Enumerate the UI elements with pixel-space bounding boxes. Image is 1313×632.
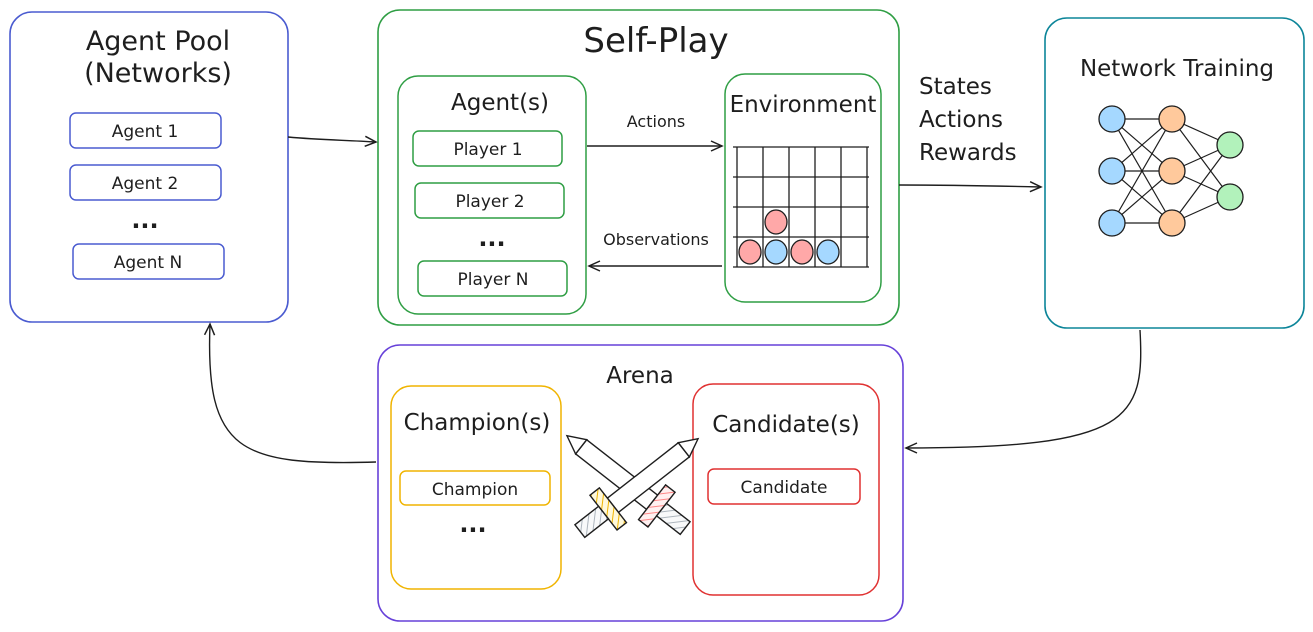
- agent-pool-title-line1: Agent Pool: [86, 26, 230, 57]
- transfer-labels: States Actions Rewards: [919, 74, 1017, 166]
- nn-edge: [1111, 118, 1173, 224]
- network-training-box: Network Training: [1044, 17, 1305, 329]
- game-board: [733, 146, 869, 268]
- champion-item: Champion: [399, 470, 551, 506]
- agent-item-label: Agent 2: [112, 174, 179, 194]
- champions-box: Champion(s) Champion ...: [390, 385, 562, 590]
- game-piece-red: [790, 239, 814, 265]
- champions-ellipsis: ...: [459, 510, 486, 538]
- nn-node: [1098, 157, 1126, 185]
- actions-label: Actions: [627, 112, 685, 131]
- self-play-box: Self-Play Agent(s) Player 1 Player 2 ...…: [377, 9, 900, 326]
- arena-title: Arena: [606, 363, 674, 389]
- environment-title: Environment: [730, 92, 877, 118]
- network-training-title: Network Training: [1080, 56, 1274, 82]
- crossed-swords-icon: [565, 434, 700, 539]
- champion-item-label: Champion: [432, 480, 518, 500]
- candidates-box: Candidate(s) Candidate: [692, 383, 880, 596]
- observations-label: Observations: [603, 230, 709, 249]
- player-item-label: Player 2: [455, 192, 524, 212]
- selfplay-to-training-arrow: [898, 181, 1043, 193]
- arena-to-pool-arrow: [203, 322, 377, 464]
- agent-pool-box: Agent Pool (Networks) Agent 1 Agent 2 ..…: [9, 11, 289, 323]
- self-play-title: Self-Play: [583, 21, 728, 61]
- nn-edge: [1171, 144, 1231, 224]
- champions-title: Champion(s): [404, 410, 551, 436]
- environment-box: Environment: [724, 73, 882, 303]
- game-piece-blue: [764, 239, 788, 265]
- candidates-title: Candidate(s): [712, 412, 860, 438]
- agent-item: Agent 2: [69, 164, 222, 201]
- players-ellipsis: ...: [478, 224, 505, 252]
- player-item: Player N: [417, 260, 568, 297]
- candidate-item-label: Candidate: [741, 478, 828, 498]
- agents-box-title: Agent(s): [451, 90, 549, 116]
- game-piece-blue: [816, 239, 840, 265]
- nn-node: [1158, 209, 1186, 237]
- transfer-label-rewards: Rewards: [919, 140, 1017, 166]
- agent-item: Agent 1: [69, 112, 222, 149]
- training-to-arena-arrow: [904, 329, 1142, 454]
- agent-pool-ellipsis: ...: [131, 206, 158, 234]
- game-piece-red: [764, 209, 788, 235]
- pool-to-selfplay-arrow: [287, 135, 378, 147]
- nn-node: [1158, 105, 1186, 133]
- agent-pool-title-line2: (Networks): [84, 58, 232, 89]
- transfer-label-states: States: [919, 74, 992, 100]
- nn-node: [1098, 105, 1126, 133]
- game-piece-red: [738, 239, 762, 265]
- player-item-label: Player N: [457, 270, 528, 290]
- agent-item: Agent N: [72, 243, 225, 280]
- candidate-item: Candidate: [707, 468, 861, 505]
- nn-node: [1098, 209, 1126, 237]
- arena-box: Arena Champion(s) Champion ... Candidate…: [377, 344, 904, 622]
- player-item: Player 2: [414, 182, 565, 219]
- neural-network-icon: [1098, 105, 1244, 237]
- nn-node: [1216, 183, 1244, 211]
- nn-node: [1216, 131, 1244, 159]
- agent-item-label: Agent 1: [112, 122, 179, 142]
- agents-box: Agent(s) Player 1 Player 2 ... Player N: [397, 75, 587, 315]
- player-item: Player 1: [412, 130, 563, 167]
- agent-item-label: Agent N: [114, 253, 182, 273]
- nn-node: [1158, 157, 1186, 185]
- player-item-label: Player 1: [453, 140, 522, 160]
- transfer-label-actions: Actions: [919, 107, 1003, 133]
